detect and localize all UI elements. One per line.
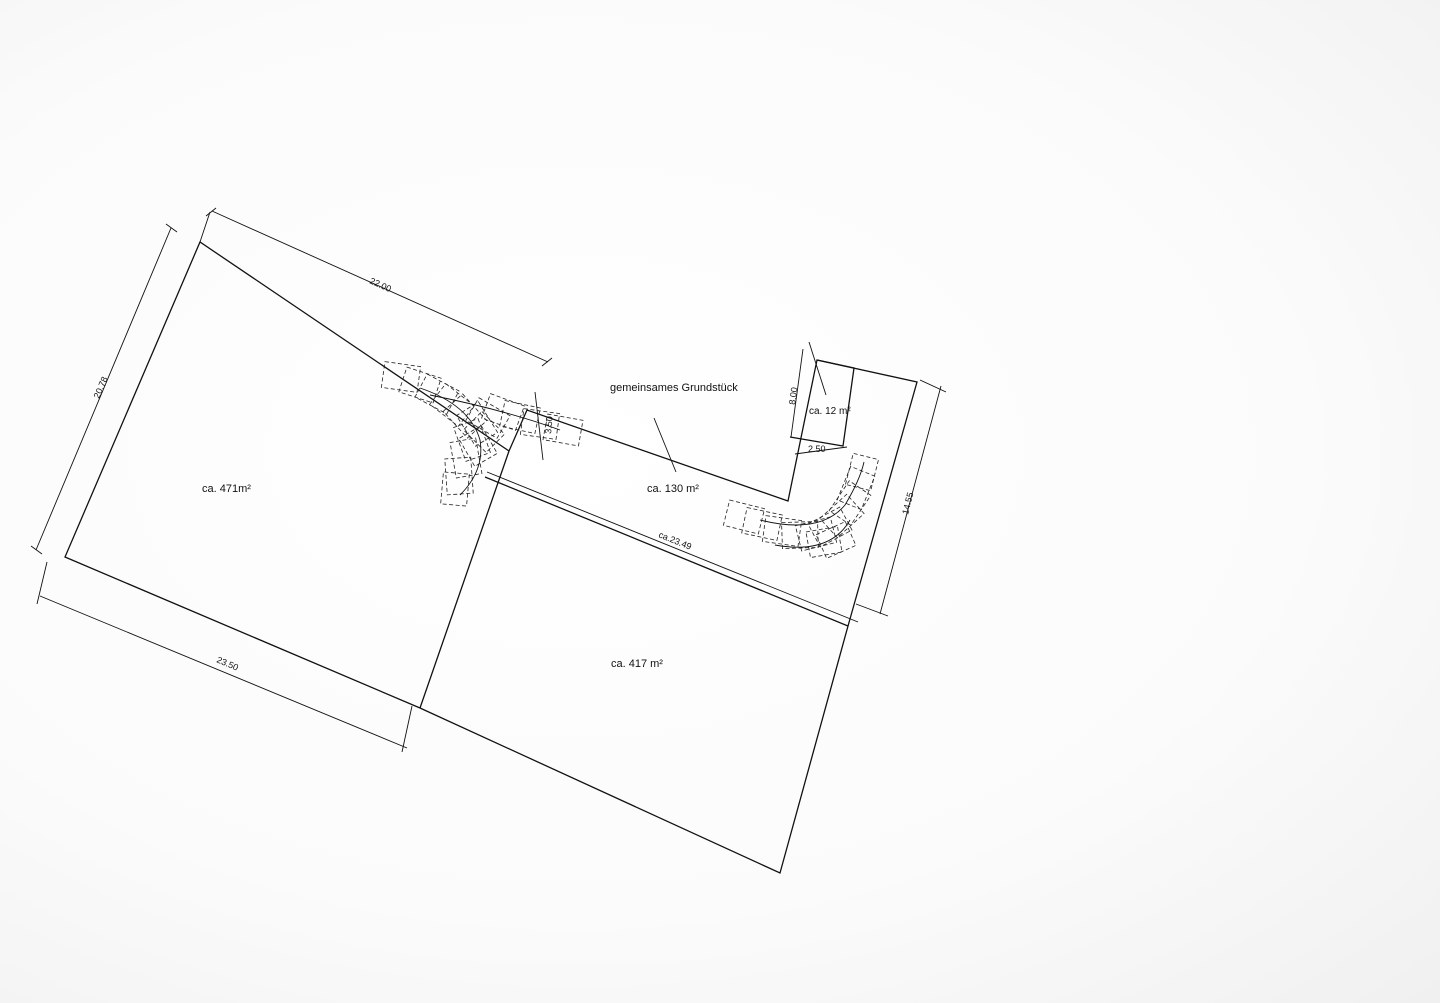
area-left-label: ca. 471m² — [202, 483, 251, 495]
leader-line-shared — [653, 417, 677, 473]
dimension-lines — [30, 207, 947, 753]
right-parcel-outline — [419, 476, 849, 874]
dim-line-right-side — [879, 385, 942, 615]
area-small-label: ca. 12 m² — [809, 406, 851, 417]
dim-line-small-width — [794, 446, 848, 455]
dim-right-side-label: 14.55 — [900, 491, 915, 515]
shared-plot-outline — [508, 359, 918, 627]
area-labels: ca. 471m² ca. 417 m² ca. 130 m² ca. 12 m… — [202, 382, 851, 670]
dim-small-width-label: 2.50 — [808, 444, 826, 454]
dim-small-height-label: 8.00 — [787, 387, 799, 406]
dim-line-top — [211, 210, 549, 363]
dim-line-right-lower — [486, 471, 859, 623]
dim-top-label: 22.00 — [368, 276, 393, 294]
divider-line — [419, 450, 510, 709]
dim-line-left — [35, 227, 172, 551]
area-shared-label: ca. 130 m² — [647, 483, 699, 495]
dim-left-label: 20.78 — [92, 375, 110, 400]
dim-line-notch — [534, 391, 544, 461]
shared-plot-label: gemeinsames Grundstück — [610, 382, 738, 394]
dim-line-bottom — [39, 595, 408, 749]
dim-line-small-height — [790, 348, 804, 438]
area-right-label: ca. 417 m² — [611, 658, 663, 670]
dimension-labels: 22.00 20.78 23.50 ca.23.49 14.55 3.50 8.… — [92, 276, 916, 673]
left-parcel-outline — [64, 241, 510, 709]
dim-notch-label: 3.50 — [543, 416, 555, 434]
small-plot-outline — [789, 359, 855, 447]
turning-curve-left — [380, 361, 584, 507]
turning-curve-right — [722, 452, 879, 559]
parcel-outlines — [64, 241, 918, 874]
